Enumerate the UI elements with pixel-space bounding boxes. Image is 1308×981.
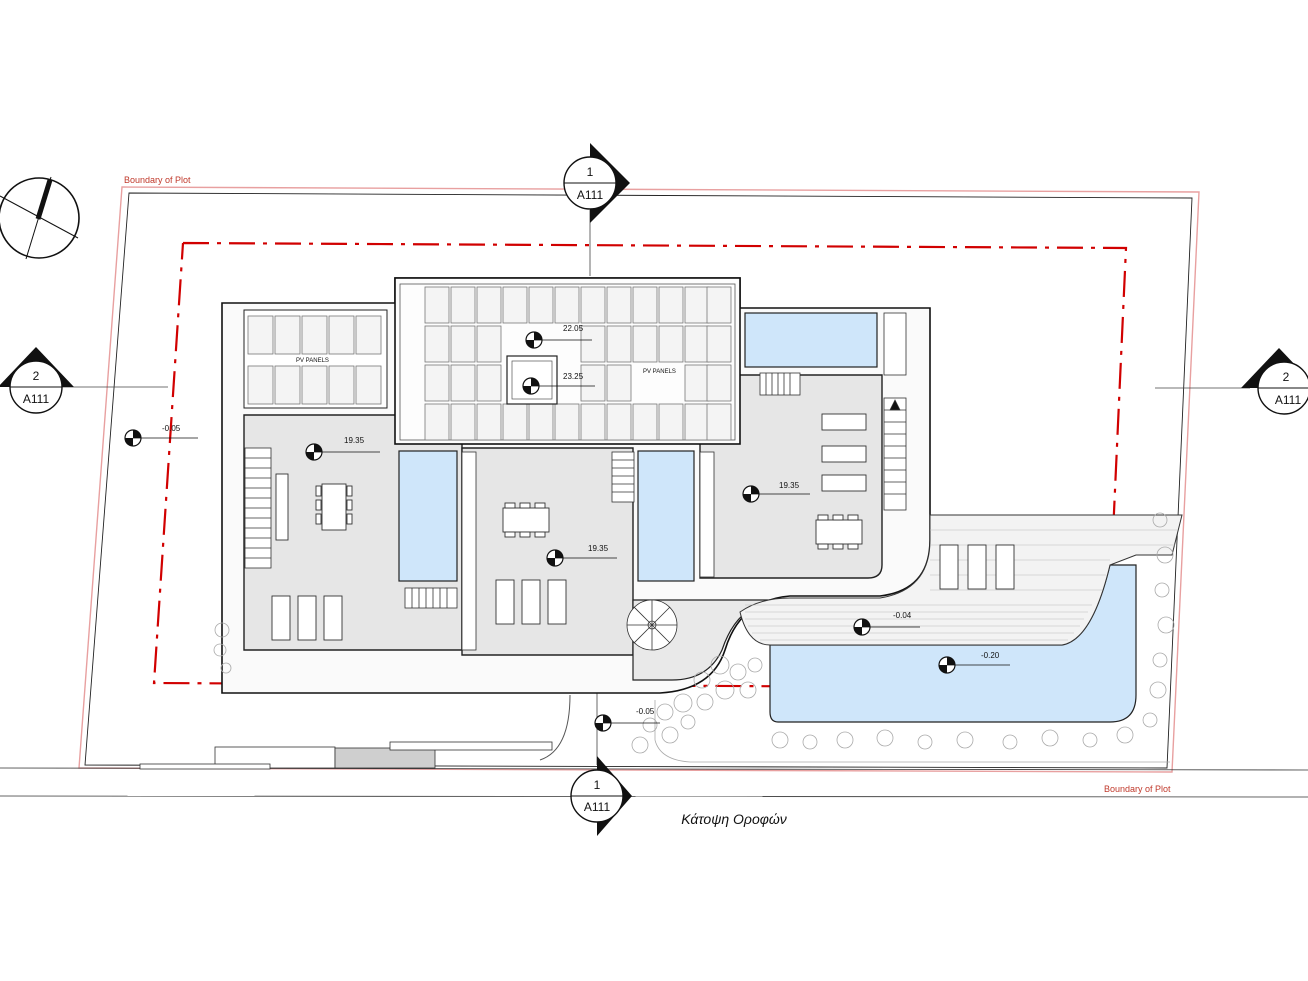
level-terrace-center: 19.35 [588,544,609,553]
level-marker-terrace-left [305,443,380,461]
upper-roof [394,277,741,445]
boundary-label-bottom: Boundary of Plot [1104,784,1171,794]
section-marker-bottom-number: 1 [594,778,601,792]
section-marker-left [0,347,74,414]
level-marker-roof-stair [522,377,595,395]
stair-left [244,447,272,569]
pv-array-left [243,309,388,409]
pv-label-right: PV PANELS [643,369,676,375]
level-deck: -0.04 [893,611,912,620]
pool-deck [739,514,1183,646]
level-roof-upper: 22.05 [563,324,584,333]
level-ground-entrance: -0.05 [636,707,655,716]
level-marker-deck [853,618,920,636]
level-roof-stair: 23.25 [563,372,584,381]
level-pool: -0.20 [981,651,1000,660]
section-marker-right [1241,348,1308,415]
section-marker-right-number: 2 [1283,370,1290,384]
stair-center-bottom [404,587,458,609]
section-marker-bottom [570,756,632,836]
furniture [271,413,867,641]
section-marker-left-sheet: A111 [23,392,50,406]
planters [461,312,907,651]
section-marker-top [563,143,630,223]
level-marker-ground-entrance [594,714,660,732]
level-marker-terrace-right [742,485,810,503]
street-front [139,741,553,770]
section-marker-top-sheet: A111 [577,188,604,202]
section-marker-right-sheet: A111 [1275,393,1302,407]
level-marker-roof-upper [525,331,592,349]
drawing-title: Κάτοψη Οροφών [681,811,787,827]
section-marker-left-number: 2 [33,369,40,383]
plot-boundary [78,186,1200,773]
landscaping [213,512,1175,763]
spiral-stair [626,599,678,651]
section-marker-bottom-sheet: A111 [584,800,611,814]
level-terrace-right: 19.35 [779,481,800,490]
pool-left-strip [398,450,458,582]
section-marker-top-number: 1 [587,165,594,179]
deck-boards [745,529,1178,641]
level-terrace-left: 19.35 [344,436,365,445]
level-marker-pool [938,656,1010,674]
stair-right [883,397,907,511]
level-marker-ground-left [124,429,198,447]
stair-center-top [611,451,635,503]
section-lines [62,210,1250,765]
pool-center-strip [637,450,695,582]
stair-right-top [759,372,801,396]
sun-loungers [939,544,1015,590]
pool-top-right [744,312,878,368]
north-arrow-icon [0,176,80,260]
pv-label-left: PV PANELS [296,358,329,364]
level-ground-left: -0.05 [162,424,181,433]
boundary-label-top: Boundary of Plot [124,175,191,185]
level-marker-terrace-center [546,549,617,567]
road-edge-bottom [0,795,1308,798]
